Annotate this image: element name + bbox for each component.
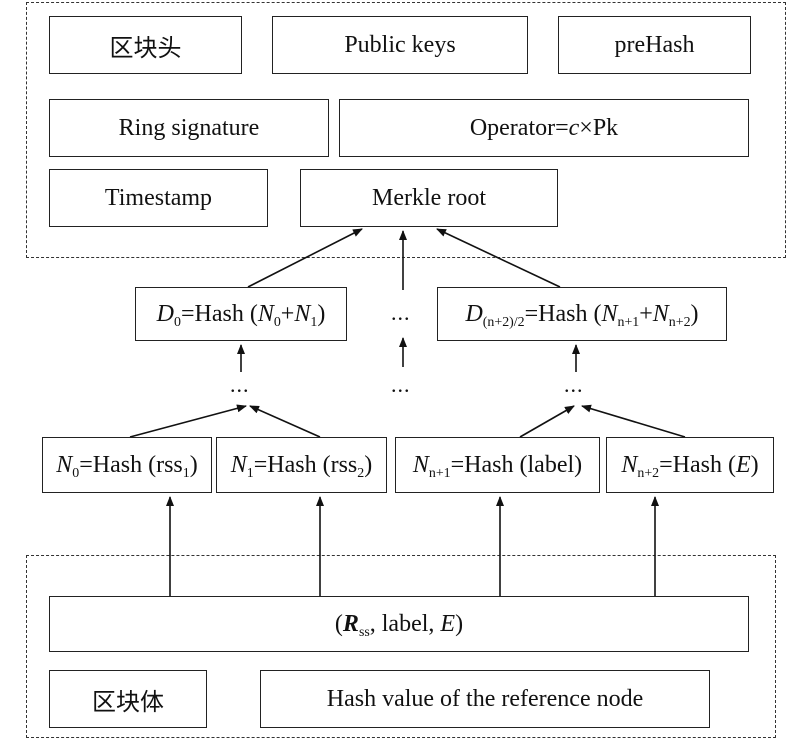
arrow-d0-to-merkle-root <box>247 228 363 288</box>
leaf-n1: N1=Hash (rss2) <box>216 437 387 493</box>
block-body-region <box>26 555 776 738</box>
ring-signature-box: Ring signature <box>49 99 329 157</box>
dn-formula: D(n+2)/2=Hash (Nn+1+Nn+2) <box>465 300 699 330</box>
timestamp-box: Timestamp <box>49 169 268 227</box>
operator-box: Operator=c×Pk <box>339 99 749 157</box>
leaf-nn1-formula: Nn+1=Hash (label) <box>412 451 583 481</box>
dn-node: D(n+2)/2=Hash (Nn+1+Nn+2) <box>437 287 727 341</box>
timestamp-text: Timestamp <box>104 184 213 211</box>
tuple-text: (Rss, label, E) <box>334 610 464 640</box>
ellipsis-left: ... <box>230 372 250 397</box>
d0-formula: D0=Hash (N0+N1) <box>156 300 326 330</box>
arrow-n0-to-dots <box>129 404 247 438</box>
arrow-dn-to-merkle-root <box>436 228 561 288</box>
leaf-n0: N0=Hash (rss1) <box>42 437 212 493</box>
hash-reference-box: Hash value of the reference node <box>260 670 710 728</box>
arrow-nn2-to-dots <box>581 404 686 438</box>
leaf-nn2: Nn+2=Hash (E) <box>606 437 774 493</box>
block-header-region <box>26 2 786 258</box>
arrow-n1-to-dots <box>249 405 321 438</box>
leaf-nn2-formula: Nn+2=Hash (E) <box>621 451 759 481</box>
block-body-label: 区块体 <box>49 670 207 728</box>
prehash-text: preHash <box>614 31 695 58</box>
ellipsis-right: ... <box>564 372 584 397</box>
merkle-root-box: Merkle root <box>300 169 558 227</box>
leaf-nn1: Nn+1=Hash (label) <box>395 437 600 493</box>
tuple-box: (Rss, label, E) <box>49 596 749 652</box>
block-body-text: 区块体 <box>92 689 164 716</box>
public-keys-text: Public keys <box>344 31 456 58</box>
prehash-box: preHash <box>558 16 751 74</box>
arrow-nn1-to-dots <box>519 405 575 438</box>
hash-reference-text: Hash value of the reference node <box>326 685 644 712</box>
ellipsis-middle-top: ... <box>391 300 411 325</box>
operator-text: Operator=c×Pk <box>469 114 619 141</box>
ellipsis-middle: ... <box>391 372 411 397</box>
merkle-root-text: Merkle root <box>372 184 486 211</box>
leaf-n1-formula: N1=Hash (rss2) <box>230 451 373 481</box>
block-header-text: 区块头 <box>109 35 182 62</box>
ring-signature-text: Ring signature <box>118 114 260 141</box>
public-keys-box: Public keys <box>272 16 528 74</box>
leaf-n0-formula: N0=Hash (rss1) <box>56 451 198 481</box>
d0-node: D0=Hash (N0+N1) <box>135 287 347 341</box>
block-header-label: 区块头 <box>49 16 242 74</box>
